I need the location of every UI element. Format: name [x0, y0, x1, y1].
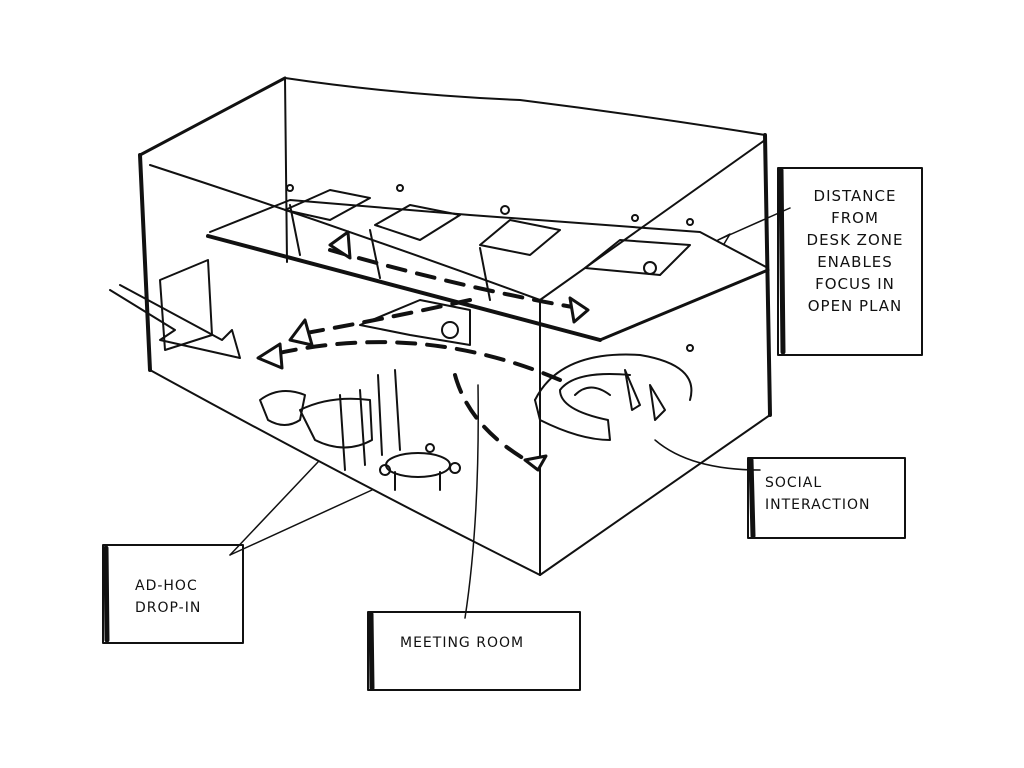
adhoc-label-line: drop-in — [135, 600, 202, 616]
social-interaction-label: Social interaction — [765, 472, 870, 516]
focus-label-line: desk zone — [806, 231, 904, 249]
leader-lines — [229, 207, 791, 619]
adhoc-dropin-label: Ad-hoc drop-in — [135, 575, 201, 619]
adhoc-label-line: Ad-hoc — [135, 578, 198, 594]
social-label-line: interaction — [765, 497, 871, 513]
circulation-arrows — [268, 248, 592, 467]
focus-label: Distance from desk zone enables focus in… — [790, 185, 920, 317]
focus-label-line: from — [831, 209, 879, 227]
focus-label-line: open plan — [807, 297, 903, 315]
social-label-line: Social — [765, 475, 823, 491]
mezzanine-desk-zone — [206, 184, 770, 342]
focus-label-line: focus in — [815, 275, 895, 293]
focus-label-line: enables — [817, 253, 893, 271]
label-boxes — [102, 167, 923, 691]
meeting-room-label: Meeting room — [400, 635, 525, 651]
entry-arrow — [109, 259, 241, 359]
building-outline — [138, 76, 772, 576]
focus-label-line: Distance — [813, 187, 897, 205]
arrowheads — [256, 230, 590, 472]
social-seating — [534, 344, 694, 441]
adhoc-and-meeting-furniture — [259, 299, 471, 491]
